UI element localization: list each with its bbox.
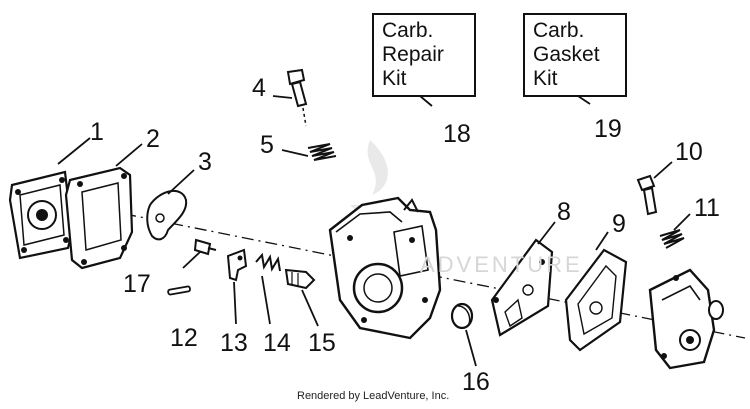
part-3-diaphragm: [146, 190, 188, 241]
callout-5: 5: [260, 131, 274, 159]
part-pump-cover-right: [648, 268, 724, 370]
repair-kit-line-1: Carb.: [382, 19, 434, 42]
part-11-spring: [659, 229, 685, 249]
callout-8: 8: [557, 198, 571, 226]
callout-14: 14: [263, 329, 291, 357]
part-1-pump-cover: [8, 170, 74, 260]
part-14-spring: [255, 252, 281, 272]
part-8-gasket: [490, 238, 554, 337]
callout-12: 12: [170, 324, 198, 352]
callout-19: 19: [594, 115, 622, 143]
repair-kit-line-3: Kit: [382, 67, 407, 90]
carburetor-body: [328, 196, 442, 340]
callout-1: 1: [90, 118, 104, 146]
callout-4: 4: [252, 74, 266, 102]
callout-18: 18: [443, 120, 471, 148]
part-16-plug: [450, 302, 474, 330]
part-13-lever: [226, 248, 248, 282]
part-5-spring: [307, 143, 337, 161]
part-2-gasket: [64, 166, 134, 270]
part-15-needle: [284, 268, 316, 290]
repair-kit-line-2: Repair: [382, 43, 444, 66]
part-17-screw: [193, 238, 217, 256]
watermark-text: ADVENTURE: [420, 252, 583, 277]
callout-11: 11: [694, 194, 720, 222]
gasket-kit-line-3: Kit: [533, 67, 558, 90]
part-9-diaphragm: [564, 248, 628, 352]
callout-10: 10: [675, 138, 703, 166]
callout-17: 17: [123, 270, 151, 298]
part-4-adjust-screw: [286, 68, 308, 127]
carb-gasket-kit-box: Carb. Gasket Kit: [523, 13, 627, 97]
callout-13: 13: [220, 329, 248, 357]
render-credit: Rendered by LeadVenture, Inc.: [297, 390, 450, 402]
callout-3: 3: [198, 148, 212, 176]
carb-repair-kit-box: Carb. Repair Kit: [372, 13, 476, 97]
callout-16: 16: [462, 368, 490, 396]
part-12-pin: [167, 285, 191, 296]
callout-2: 2: [146, 125, 160, 153]
part-10-screw: [636, 174, 658, 216]
callout-9: 9: [612, 210, 626, 238]
callout-15: 15: [308, 329, 336, 357]
gasket-kit-line-1: Carb.: [533, 19, 585, 42]
gasket-kit-line-2: Gasket: [533, 43, 600, 66]
leader-lines: [57, 95, 691, 367]
